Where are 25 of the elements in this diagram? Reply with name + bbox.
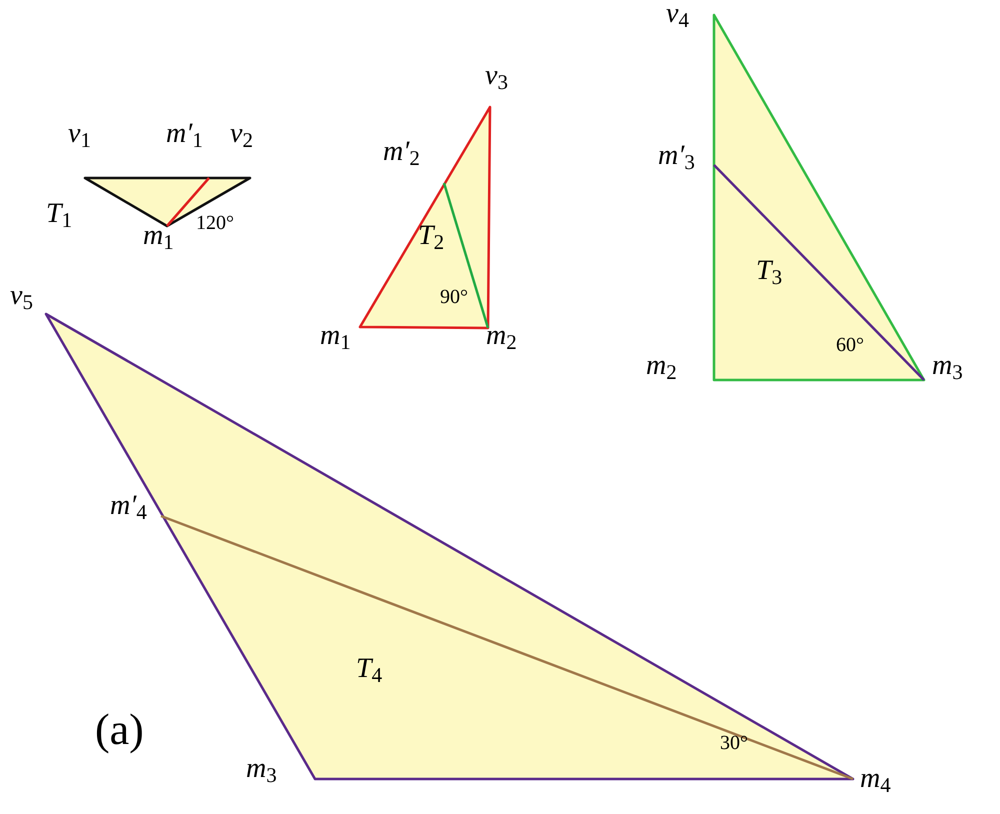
- point-label: m$_{3}$: [246, 755, 277, 783]
- point-label: m$_{2}$: [486, 322, 517, 350]
- point-label: m′$_{4}$: [110, 492, 147, 520]
- point-label: v$_{3}$: [485, 62, 508, 90]
- point-label: v$_{1}$: [68, 120, 91, 148]
- triangle-label: T$_{2}$: [418, 222, 444, 250]
- point-label: v$_{4}$: [666, 0, 689, 28]
- point-label: m$_{2}$: [646, 352, 677, 380]
- point-label: v$_{5}$: [10, 282, 33, 310]
- angle-label: 120°: [196, 213, 234, 233]
- point-label: m$_{4}$: [860, 765, 891, 793]
- point-label: m$_{3}$: [932, 352, 963, 380]
- point-label: m′$_{1}$: [166, 120, 203, 148]
- angle-label: 30°: [720, 733, 748, 753]
- panel-label: (a): [95, 708, 144, 752]
- triangle-label: T$_{4}$: [356, 655, 382, 683]
- point-label: m′$_{3}$: [658, 142, 695, 170]
- point-label: m′$_{2}$: [383, 138, 420, 166]
- point-label: v$_{2}$: [230, 120, 253, 148]
- triangle-label: T$_{1}$: [46, 200, 72, 228]
- point-label: m$_{1}$: [143, 222, 174, 250]
- angle-label: 90°: [440, 287, 468, 307]
- point-label: m$_{1}$: [320, 322, 351, 350]
- angle-label: 60°: [836, 335, 864, 355]
- triangle-label: T$_{3}$: [756, 257, 782, 285]
